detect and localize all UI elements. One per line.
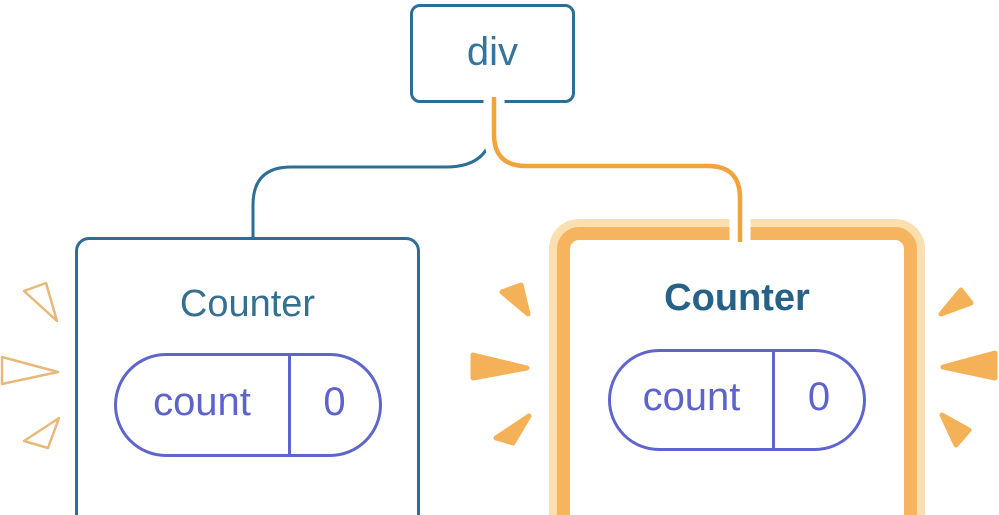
state-value: 0 (323, 380, 346, 424)
state-value: 0 (807, 375, 831, 419)
left-counter-card: Counter count 0 (75, 237, 420, 515)
burst-mark (499, 282, 531, 317)
left-counter-state-pill: count 0 (113, 353, 382, 457)
burst-mark (493, 413, 532, 446)
burst-mark (470, 352, 530, 381)
render-burst-left (0, 281, 61, 450)
state-key-cell: count (117, 356, 288, 454)
burst-mark (940, 350, 998, 381)
render-burst-middle (470, 282, 532, 446)
burst-mark (938, 287, 974, 317)
root-div-label: div (466, 29, 519, 74)
burst-mark (939, 412, 972, 448)
state-value-cell: 0 (772, 352, 863, 448)
left-counter-title: Counter (179, 283, 316, 325)
right-counter-state-pill: count 0 (608, 349, 866, 451)
right-counter-title: Counter (664, 277, 810, 319)
right-counter-card-highlighted: Counter count 0 (557, 227, 917, 515)
state-key-label: count (642, 375, 741, 419)
root-div-node: div (410, 4, 575, 103)
burst-mark (22, 281, 59, 323)
state-key-cell: count (611, 352, 772, 448)
burst-mark (22, 416, 61, 450)
state-key-label: count (153, 380, 251, 424)
render-burst-right (938, 287, 998, 448)
burst-mark (0, 355, 60, 386)
state-value-cell: 0 (287, 356, 379, 454)
